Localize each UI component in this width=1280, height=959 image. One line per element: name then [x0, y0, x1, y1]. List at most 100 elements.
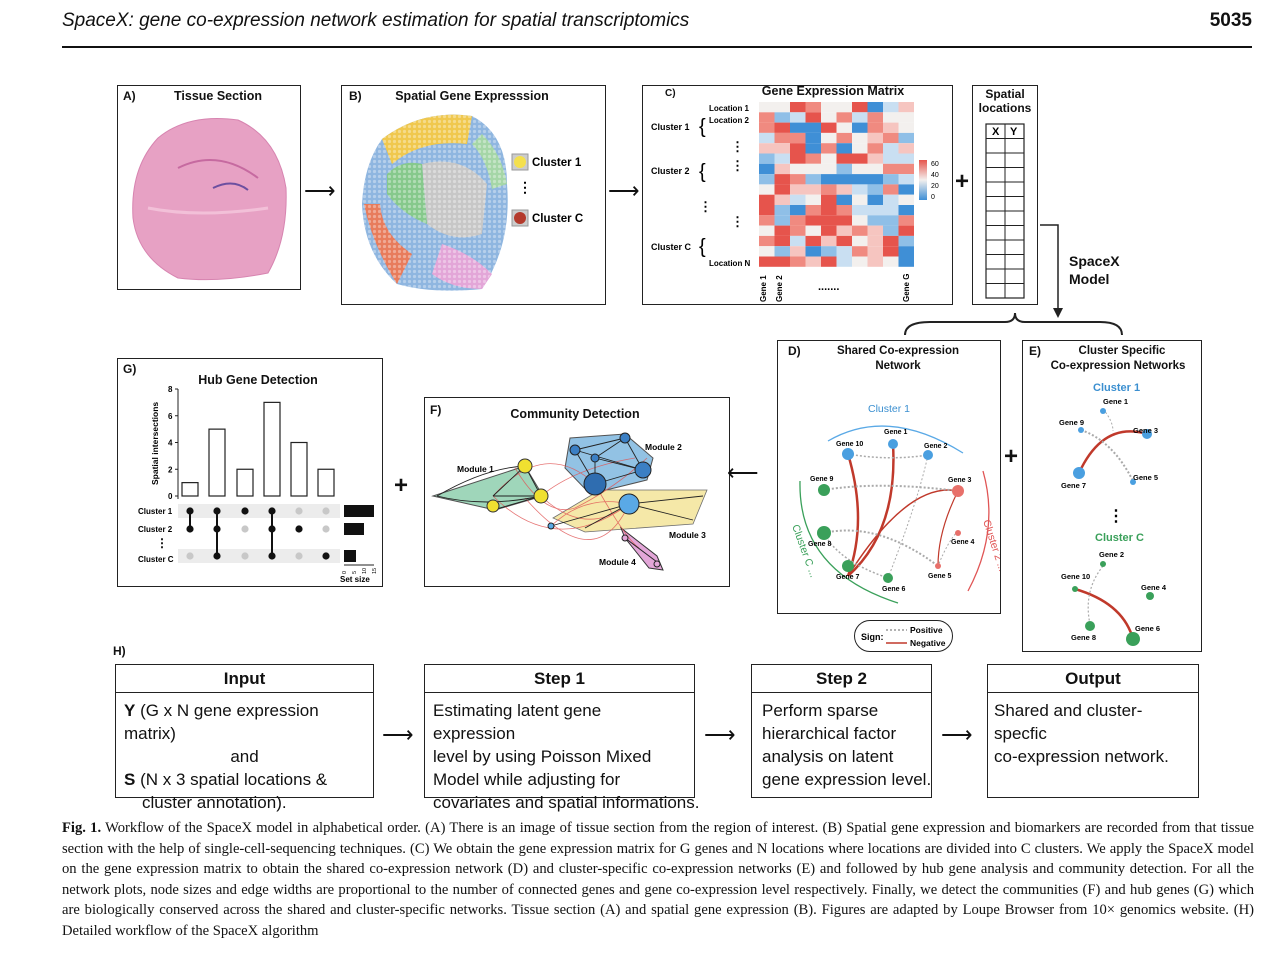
panel-d: D) Shared Co-expression Network Cluster … [777, 340, 1001, 614]
heatmap-cell [852, 246, 868, 257]
step2-title: Step 2 [752, 665, 931, 693]
heatmap-cell [836, 194, 852, 205]
d-cluster-1: Cluster 1 [868, 403, 910, 415]
heatmap-cell [805, 174, 821, 185]
heatmap-cell [774, 256, 790, 267]
heatmap-cell [867, 102, 883, 113]
heatmap-cell [821, 215, 837, 226]
upset-row-band [178, 504, 340, 518]
upset-dot [268, 525, 276, 533]
heatmap-cell [836, 174, 852, 185]
heatmap-cell [759, 184, 775, 195]
spatial-locations-panel: Spatial locations X Y [972, 85, 1038, 305]
heatmap-cell [867, 153, 883, 164]
heatmap-cell [883, 256, 899, 267]
panel-h-label: H) [113, 644, 126, 658]
set-size-label: Set size [340, 575, 370, 584]
legend-ellipsis: ⋮ [518, 179, 532, 195]
panel-a: A) Tissue Section [117, 85, 301, 290]
heatmap-cell [805, 205, 821, 216]
module-4: Module 4 [599, 557, 636, 567]
input-s-text: (N x 3 spatial locations & [135, 770, 328, 789]
heatmap-cell [774, 112, 790, 123]
heatmap-cell [805, 163, 821, 175]
heatmap-cell [883, 194, 899, 205]
step2-line-2: hierarchical factor [762, 724, 897, 743]
heatmap-cell [836, 132, 852, 144]
heatmap-cell [821, 225, 837, 236]
heatmap-cell [759, 163, 775, 175]
d-gene-6: Gene 6 [882, 586, 905, 593]
col-x: X [992, 126, 1000, 138]
arrow-step2-output: ⟶ [941, 722, 973, 747]
step2-line-1: Perform sparse [762, 701, 879, 720]
upset-dot [268, 507, 276, 515]
step1-title: Step 1 [425, 665, 694, 693]
set-size-bar [344, 550, 356, 562]
heatmap-cell [821, 143, 837, 154]
heatmap-cell [774, 246, 790, 257]
arrow-input-step1: ⟶ [382, 722, 414, 747]
heatmap-cell [805, 194, 821, 205]
panel-g: G) Hub Gene Detection Spatial intersecti… [117, 358, 383, 587]
heatmap-cell [790, 215, 806, 226]
upset-dot [186, 507, 194, 515]
heatmap-cell [805, 235, 821, 247]
legend-cluster-c: Cluster C [532, 213, 583, 225]
e-ellipsis: ⋮ [1108, 508, 1124, 525]
col-gene-g: Gene G [902, 274, 911, 302]
heatmap-cell [867, 112, 883, 123]
e-c1-gene-9: Gene 9 [1059, 418, 1084, 427]
heatmap-cell [836, 184, 852, 195]
heatmap-cell [867, 194, 883, 205]
upset-ytick: 2 [168, 465, 173, 474]
heatmap-cell [883, 246, 899, 257]
heatmap-cell [852, 102, 868, 113]
upset-dot [241, 507, 249, 515]
heatmap-cell [836, 225, 852, 236]
heatmap-cell [898, 256, 914, 267]
heatmap-cell [883, 225, 899, 236]
heatmap-cell [836, 112, 852, 123]
heatmap-cell [852, 174, 868, 185]
upset-dot [322, 525, 330, 533]
heatmap-cell [867, 184, 883, 195]
heatmap-cell [821, 256, 837, 267]
heatmap-cell [805, 112, 821, 123]
step1-line-3: Model while adjusting for [433, 770, 621, 789]
header-rule [62, 46, 1252, 48]
upset-dot [213, 552, 221, 560]
panel-a-title: Tissue Section [174, 89, 262, 103]
spatial-title-1: Spatial [985, 87, 1025, 101]
heatmap-cell [821, 184, 837, 195]
col-gene-2: Gene 2 [775, 275, 784, 302]
panel-g-title: Hub Gene Detection [198, 373, 318, 387]
set-size-bar [344, 505, 374, 517]
heatmap-cell [867, 174, 883, 185]
e-c1-gene-5: Gene 5 [1133, 473, 1158, 482]
heatmap-cell [898, 205, 914, 216]
heatmap-cell [883, 102, 899, 113]
row-location-2: Location 2 [709, 116, 750, 125]
set-size-tick: 15 [372, 568, 378, 574]
panel-f-title: Community Detection [510, 407, 640, 421]
upset-bar [263, 401, 281, 497]
d-gene-4: Gene 4 [951, 539, 974, 546]
heatmap-cell [898, 194, 914, 205]
heatmap-cell [774, 153, 790, 164]
panel-a-label: A) [123, 89, 136, 103]
heatmap-cell [898, 102, 914, 113]
upset-dot [213, 507, 221, 515]
caption-text: Workflow of the SpaceX model in alphabet… [62, 820, 1254, 939]
heatmap-cell [790, 246, 806, 257]
heatmap-cell [790, 174, 806, 185]
upset-dot [322, 552, 330, 560]
panel-d-label: D) [788, 344, 801, 358]
upset-dot [322, 507, 330, 515]
heatmap-cell [836, 215, 852, 226]
tissue-image [132, 117, 287, 281]
heatmap-cell [805, 122, 821, 133]
shared-network: Cluster 1 Cluster 2 ... Cluster C ... Ge… [789, 403, 1000, 604]
heatmap-cell [821, 122, 837, 133]
